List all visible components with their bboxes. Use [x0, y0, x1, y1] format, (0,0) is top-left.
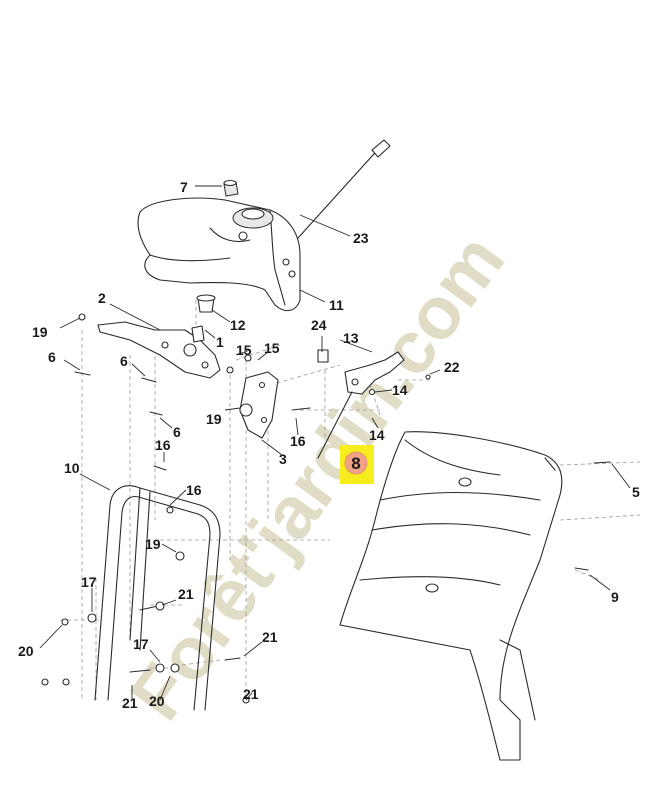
callout-label-15[interactable]: 15: [264, 340, 280, 356]
callout-label-16[interactable]: 16: [155, 437, 171, 453]
callout-label-23[interactable]: 23: [353, 230, 369, 246]
callout-label-16[interactable]: 16: [290, 433, 306, 449]
bracket-part: [226, 354, 279, 439]
callout-label-17[interactable]: 17: [133, 636, 149, 652]
callout-label-21[interactable]: 21: [262, 629, 278, 645]
callout-label-6[interactable]: 6: [120, 353, 128, 369]
callout-label-22[interactable]: 22: [444, 359, 460, 375]
callout-label-1[interactable]: 1: [216, 334, 224, 350]
callout-label-3[interactable]: 3: [279, 451, 287, 467]
callout-label-2[interactable]: 2: [98, 290, 106, 306]
callout-labels: 7 23 2 12 11 19 1 24 13 6 15 15 22 6 14 …: [18, 179, 640, 711]
callout-label-21[interactable]: 21: [178, 586, 194, 602]
callout-label-10[interactable]: 10: [64, 460, 80, 476]
callout-label-19[interactable]: 19: [206, 411, 222, 427]
callout-label-13[interactable]: 13: [343, 330, 359, 346]
callout-label-19[interactable]: 19: [145, 536, 161, 552]
callout-label-6[interactable]: 6: [173, 424, 181, 440]
callout-label-17[interactable]: 17: [81, 574, 97, 590]
callout-label-11[interactable]: 11: [329, 297, 344, 313]
callout-label-19[interactable]: 19: [32, 324, 48, 340]
callout-label-15[interactable]: 15: [236, 342, 252, 358]
callout-label-20[interactable]: 20: [149, 693, 165, 709]
callout-label-5[interactable]: 5: [632, 484, 640, 500]
callout-label-21[interactable]: 21: [243, 686, 259, 702]
callout-label-20[interactable]: 20: [18, 643, 34, 659]
callout-label-12[interactable]: 12: [230, 317, 246, 333]
callout-label-14[interactable]: 14: [392, 382, 408, 398]
assembly-lines: [60, 300, 641, 700]
grommet-part: [196, 294, 216, 313]
cap-part: [223, 179, 239, 197]
shroud-part: [339, 431, 563, 761]
callout-label-24[interactable]: 24: [311, 317, 327, 333]
callout-label-14[interactable]: 14: [369, 427, 385, 443]
callout-label-7[interactable]: 7: [180, 179, 188, 195]
callout-label-16[interactable]: 16: [186, 482, 202, 498]
lever-part: [317, 349, 431, 459]
handle-part: [94, 485, 221, 711]
control-housing: [137, 197, 301, 312]
plate-part: [97, 321, 221, 379]
callout-label-21[interactable]: 21: [122, 695, 138, 711]
fasteners: [41, 313, 611, 704]
highlighted-callout-8[interactable]: 8: [340, 445, 374, 484]
rod-part: [297, 139, 391, 239]
highlight-circle: [344, 451, 368, 475]
leader-lines: [39, 185, 631, 701]
callout-label-8: 8: [351, 454, 360, 473]
callout-label-9[interactable]: 9: [611, 589, 619, 605]
callout-label-6[interactable]: 6: [48, 349, 56, 365]
